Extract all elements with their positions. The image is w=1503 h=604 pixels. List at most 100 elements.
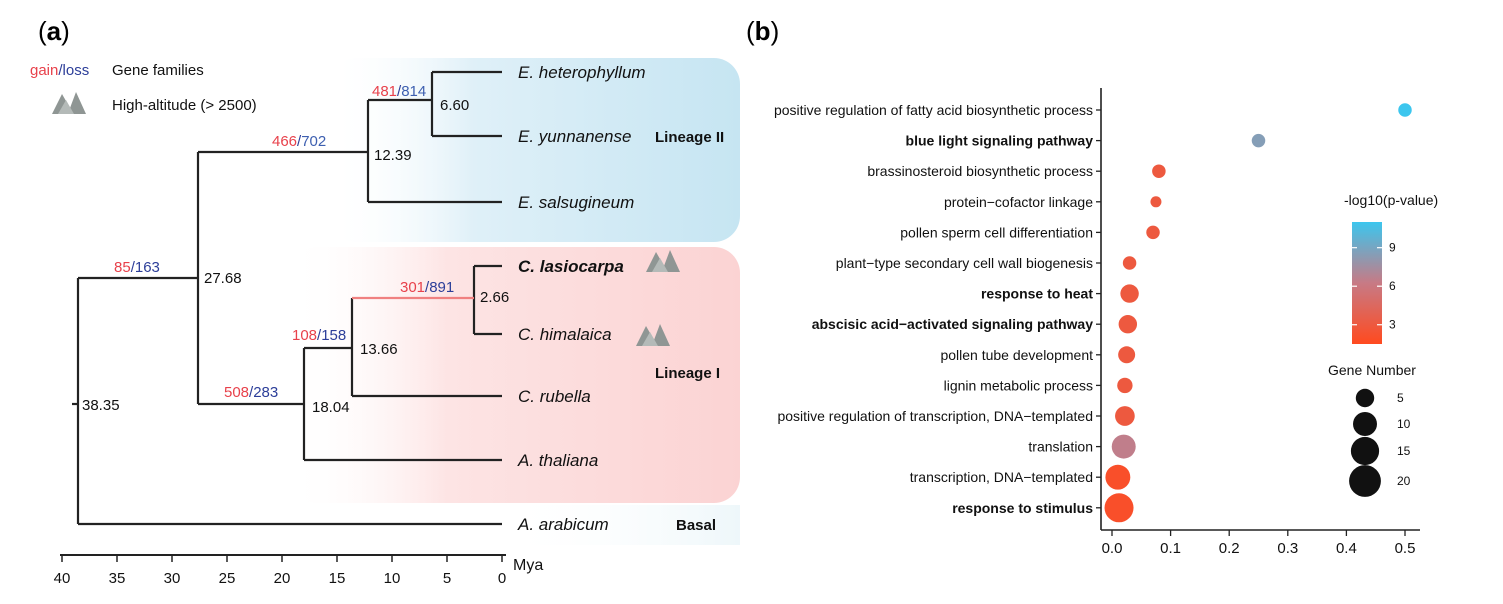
node-age: 2.66 bbox=[480, 289, 509, 306]
data-point bbox=[1152, 164, 1166, 178]
gain-loss-label: 85/163 bbox=[114, 259, 160, 276]
size-legend-label: 20 bbox=[1397, 474, 1411, 488]
color-legend-tick-label: 9 bbox=[1389, 241, 1396, 255]
time-axis-tick-label: 30 bbox=[164, 570, 181, 587]
category-label: plant−type secondary cell wall biogenesi… bbox=[836, 255, 1093, 271]
color-legend-title: -log10(p-value) bbox=[1344, 192, 1438, 208]
data-points bbox=[1104, 103, 1412, 523]
gain-loss-label: 466/702 bbox=[272, 133, 326, 150]
time-axis: Mya 40 35 30 25 20 15 10 5 0 bbox=[54, 554, 543, 587]
data-point bbox=[1146, 225, 1160, 240]
node-age: 38.35 bbox=[82, 397, 120, 414]
category-label: response to stimulus bbox=[952, 500, 1093, 516]
x-axis-tick-label: 0.5 bbox=[1395, 540, 1416, 557]
data-point bbox=[1104, 493, 1134, 523]
x-axis-tick-label: 0.3 bbox=[1277, 540, 1298, 557]
lineage-labels: Lineage II Lineage I Basal bbox=[655, 129, 724, 534]
data-point bbox=[1117, 377, 1133, 394]
time-axis-tick-label: 40 bbox=[54, 570, 71, 587]
data-point bbox=[1115, 406, 1135, 426]
node-age: 13.66 bbox=[360, 341, 398, 358]
lineage-label: Lineage II bbox=[655, 129, 724, 146]
gain-loss-label: 108/158 bbox=[292, 327, 346, 344]
go-enrichment-panel: (b) positive regulation of fatty acid bi… bbox=[746, 16, 1438, 557]
size-legend-label: 15 bbox=[1397, 444, 1411, 458]
node-age: 6.60 bbox=[440, 97, 469, 114]
category-label: blue light signaling pathway bbox=[906, 133, 1094, 149]
mountain-icon bbox=[52, 92, 86, 114]
category-label: positive regulation of fatty acid biosyn… bbox=[774, 102, 1093, 118]
category-label: translation bbox=[1028, 439, 1093, 455]
time-axis-tick-label: 15 bbox=[329, 570, 346, 587]
taxon-label: A. thaliana bbox=[517, 451, 598, 470]
taxon-label: C. rubella bbox=[518, 387, 591, 406]
category-label: response to heat bbox=[981, 286, 1093, 302]
taxon-label: E. heterophyllum bbox=[518, 63, 646, 82]
data-point bbox=[1105, 464, 1131, 490]
data-point bbox=[1118, 346, 1136, 364]
node-age: 12.39 bbox=[374, 147, 412, 164]
color-bar bbox=[1352, 222, 1382, 344]
x-axis-tick-label: 0.0 bbox=[1102, 540, 1123, 557]
panel-b-label: (b) bbox=[746, 16, 779, 46]
time-axis-tick-label: 5 bbox=[443, 570, 451, 587]
time-axis-tick-label: 0 bbox=[498, 570, 506, 587]
taxon-label: C. himalaica bbox=[518, 325, 612, 344]
color-legend-tick-label: 6 bbox=[1389, 279, 1396, 293]
taxa-labels: E. heterophyllum E. yunnanense E. salsug… bbox=[517, 63, 646, 534]
mountain-icon bbox=[636, 324, 670, 346]
data-point bbox=[1251, 133, 1266, 148]
category-label: brassinosteroid biosynthetic process bbox=[867, 163, 1093, 179]
size-legend-title: Gene Number bbox=[1328, 362, 1416, 378]
size-legend-dot bbox=[1350, 436, 1380, 466]
x-axis-tick-label: 0.2 bbox=[1219, 540, 1240, 557]
size-legend-dot bbox=[1353, 412, 1377, 436]
phylogeny-panel: (a) gain/loss Gene families bbox=[30, 16, 740, 587]
gain-loss-legend: gain/loss bbox=[30, 62, 89, 79]
time-axis-tick-label: 20 bbox=[274, 570, 291, 587]
time-axis-unit: Mya bbox=[513, 557, 543, 574]
x-axis-tick-label: 0.1 bbox=[1160, 540, 1181, 557]
lineage-label: Lineage I bbox=[655, 365, 720, 382]
mountain-icon bbox=[646, 250, 680, 272]
taxon-label: A. arabicum bbox=[517, 515, 609, 534]
node-age: 18.04 bbox=[312, 399, 350, 416]
gain-loss-label: 301/891 bbox=[400, 279, 454, 296]
category-label: lignin metabolic process bbox=[944, 377, 1093, 393]
node-ages: 38.35 27.68 12.39 6.60 18.04 13.66 2.66 bbox=[82, 97, 509, 416]
data-point bbox=[1111, 434, 1136, 459]
lineage-i-background bbox=[290, 247, 740, 503]
lineage-label: Basal bbox=[676, 517, 716, 534]
panel-a-label: (a) bbox=[38, 16, 70, 46]
x-axis-tick-label: 0.4 bbox=[1336, 540, 1357, 557]
size-legend-dot bbox=[1349, 465, 1381, 497]
color-legend-tick-label: 3 bbox=[1389, 318, 1396, 332]
node-age: 27.68 bbox=[204, 270, 242, 287]
gain-loss-label: 508/283 bbox=[224, 384, 278, 401]
category-label: pollen tube development bbox=[940, 347, 1093, 363]
data-point bbox=[1150, 196, 1162, 208]
category-label: abscisic acid−activated signaling pathwa… bbox=[812, 316, 1093, 332]
category-label: positive regulation of transcription, DN… bbox=[777, 408, 1093, 424]
basal-background bbox=[500, 505, 740, 545]
time-axis-tick-label: 10 bbox=[384, 570, 401, 587]
time-axis-tick-label: 25 bbox=[219, 570, 236, 587]
category-labels: positive regulation of fatty acid biosyn… bbox=[774, 102, 1101, 516]
high-altitude-legend-label: High-altitude (> 2500) bbox=[112, 97, 257, 114]
data-point bbox=[1120, 284, 1139, 303]
taxon-label: E. yunnanense bbox=[518, 127, 631, 146]
time-axis-tick-label: 35 bbox=[109, 570, 126, 587]
taxon-label: C. lasiocarpa bbox=[518, 257, 624, 276]
gain-loss-label: 481/814 bbox=[372, 83, 426, 100]
tree-branches bbox=[76, 70, 502, 526]
data-point bbox=[1122, 256, 1137, 270]
category-label: protein−cofactor linkage bbox=[944, 194, 1093, 210]
size-legend-label: 5 bbox=[1397, 391, 1404, 405]
gene-families-legend-label: Gene families bbox=[112, 62, 204, 79]
size-legend-dot bbox=[1355, 388, 1375, 408]
gain-loss-labels: 85/163 466/702 481/814 508/283 108/158 3… bbox=[114, 83, 454, 401]
data-point bbox=[1398, 103, 1412, 117]
category-label: pollen sperm cell differentiation bbox=[900, 224, 1093, 240]
